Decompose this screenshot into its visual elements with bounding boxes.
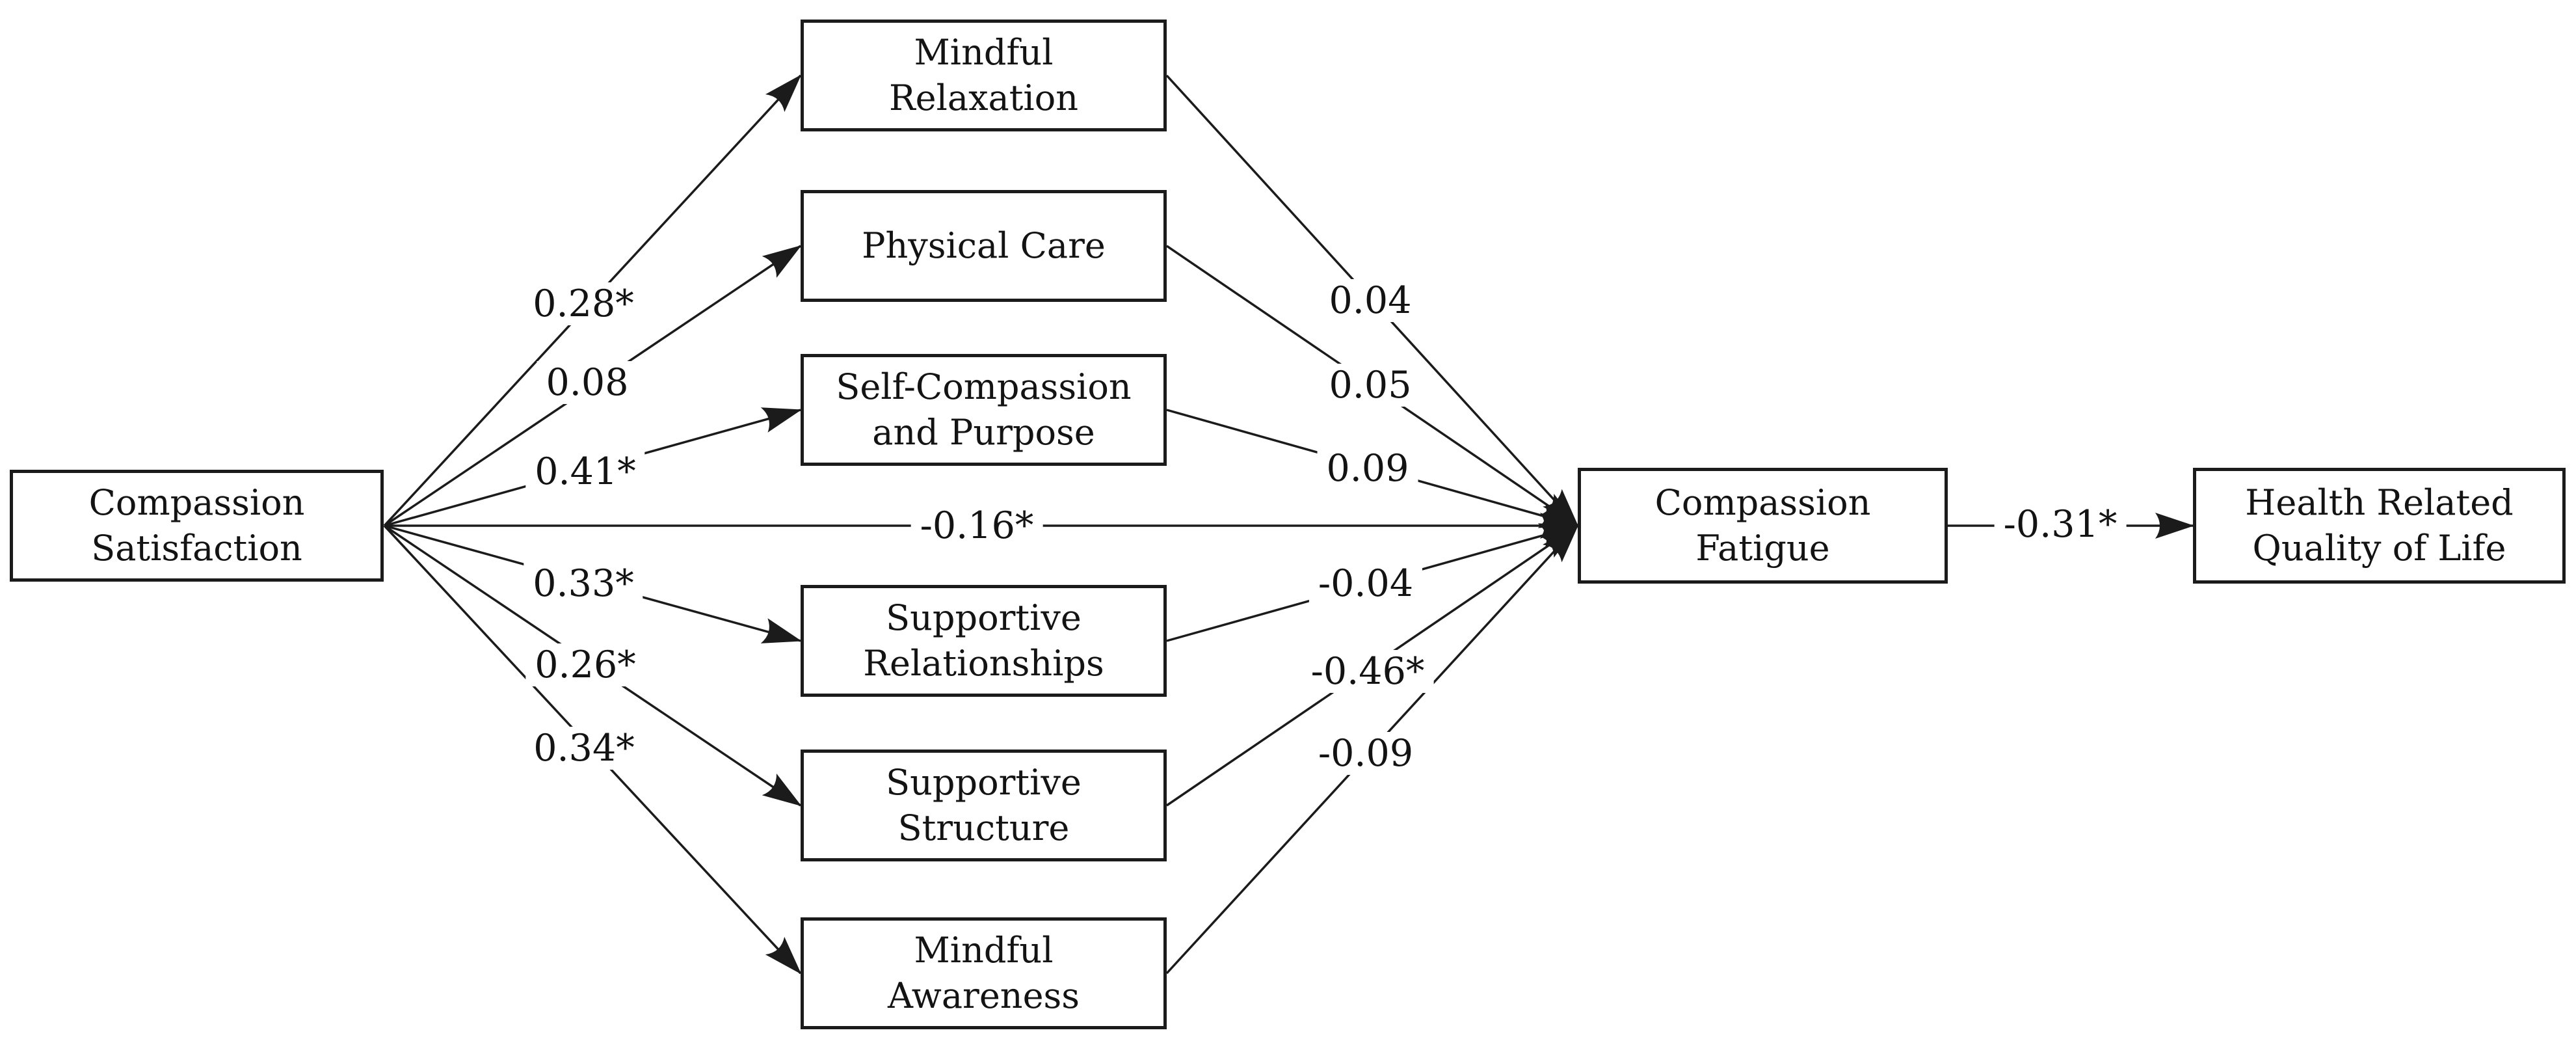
coef-cs-to-supportive-relationships: 0.33* — [524, 562, 643, 605]
coef-cs-to-self-compassion: 0.41* — [525, 450, 645, 493]
node-compassion-satisfaction: Compassion Satisfaction — [10, 470, 384, 582]
node-label: Supportive Relationships — [863, 597, 1104, 684]
node-supportive-relationships: Supportive Relationships — [801, 585, 1167, 697]
coef-self-compassion-to-cf: 0.09 — [1317, 447, 1418, 490]
node-label: Mindful Relaxation — [889, 31, 1078, 118]
node-label: Health Related Quality of Life — [2245, 481, 2514, 569]
node-compassion-fatigue: Compassion Fatigue — [1578, 468, 1948, 584]
node-label: Compassion Satisfaction — [88, 481, 305, 569]
coef-cs-to-cf-direct: -0.16* — [910, 504, 1043, 547]
node-label: Physical Care — [862, 224, 1106, 266]
node-label: Supportive Structure — [886, 761, 1082, 848]
coef-cs-to-mindful-relaxation: 0.28* — [524, 282, 643, 325]
node-physical-care: Physical Care — [801, 190, 1167, 302]
coef-cf-to-hrqol: -0.31* — [1994, 503, 2127, 546]
coef-mindful-relaxation-to-cf: 0.04 — [1320, 279, 1421, 322]
coef-mindful-awareness-to-cf: -0.09 — [1308, 732, 1423, 775]
node-label: Self-Compassion and Purpose — [836, 366, 1132, 453]
coef-supportive-relationships-to-cf: -0.04 — [1308, 562, 1423, 605]
node-supportive-structure: Supportive Structure — [801, 750, 1167, 861]
node-health-related-quality-of-life: Health Related Quality of Life — [2193, 468, 2566, 584]
coef-supportive-structure-to-cf: -0.46* — [1301, 650, 1434, 693]
node-label: Mindful Awareness — [888, 929, 1080, 1016]
coef-cs-to-physical-care: 0.08 — [537, 361, 638, 404]
coef-physical-care-to-cf: 0.05 — [1320, 364, 1421, 407]
node-label: Compassion Fatigue — [1654, 481, 1871, 569]
coef-cs-to-supportive-structure: 0.26* — [525, 643, 645, 686]
coef-cs-to-mindful-awareness: 0.34* — [524, 727, 644, 770]
node-self-compassion-and-purpose: Self-Compassion and Purpose — [801, 354, 1167, 466]
node-mindful-relaxation: Mindful Relaxation — [801, 20, 1167, 131]
node-mindful-awareness: Mindful Awareness — [801, 917, 1167, 1029]
